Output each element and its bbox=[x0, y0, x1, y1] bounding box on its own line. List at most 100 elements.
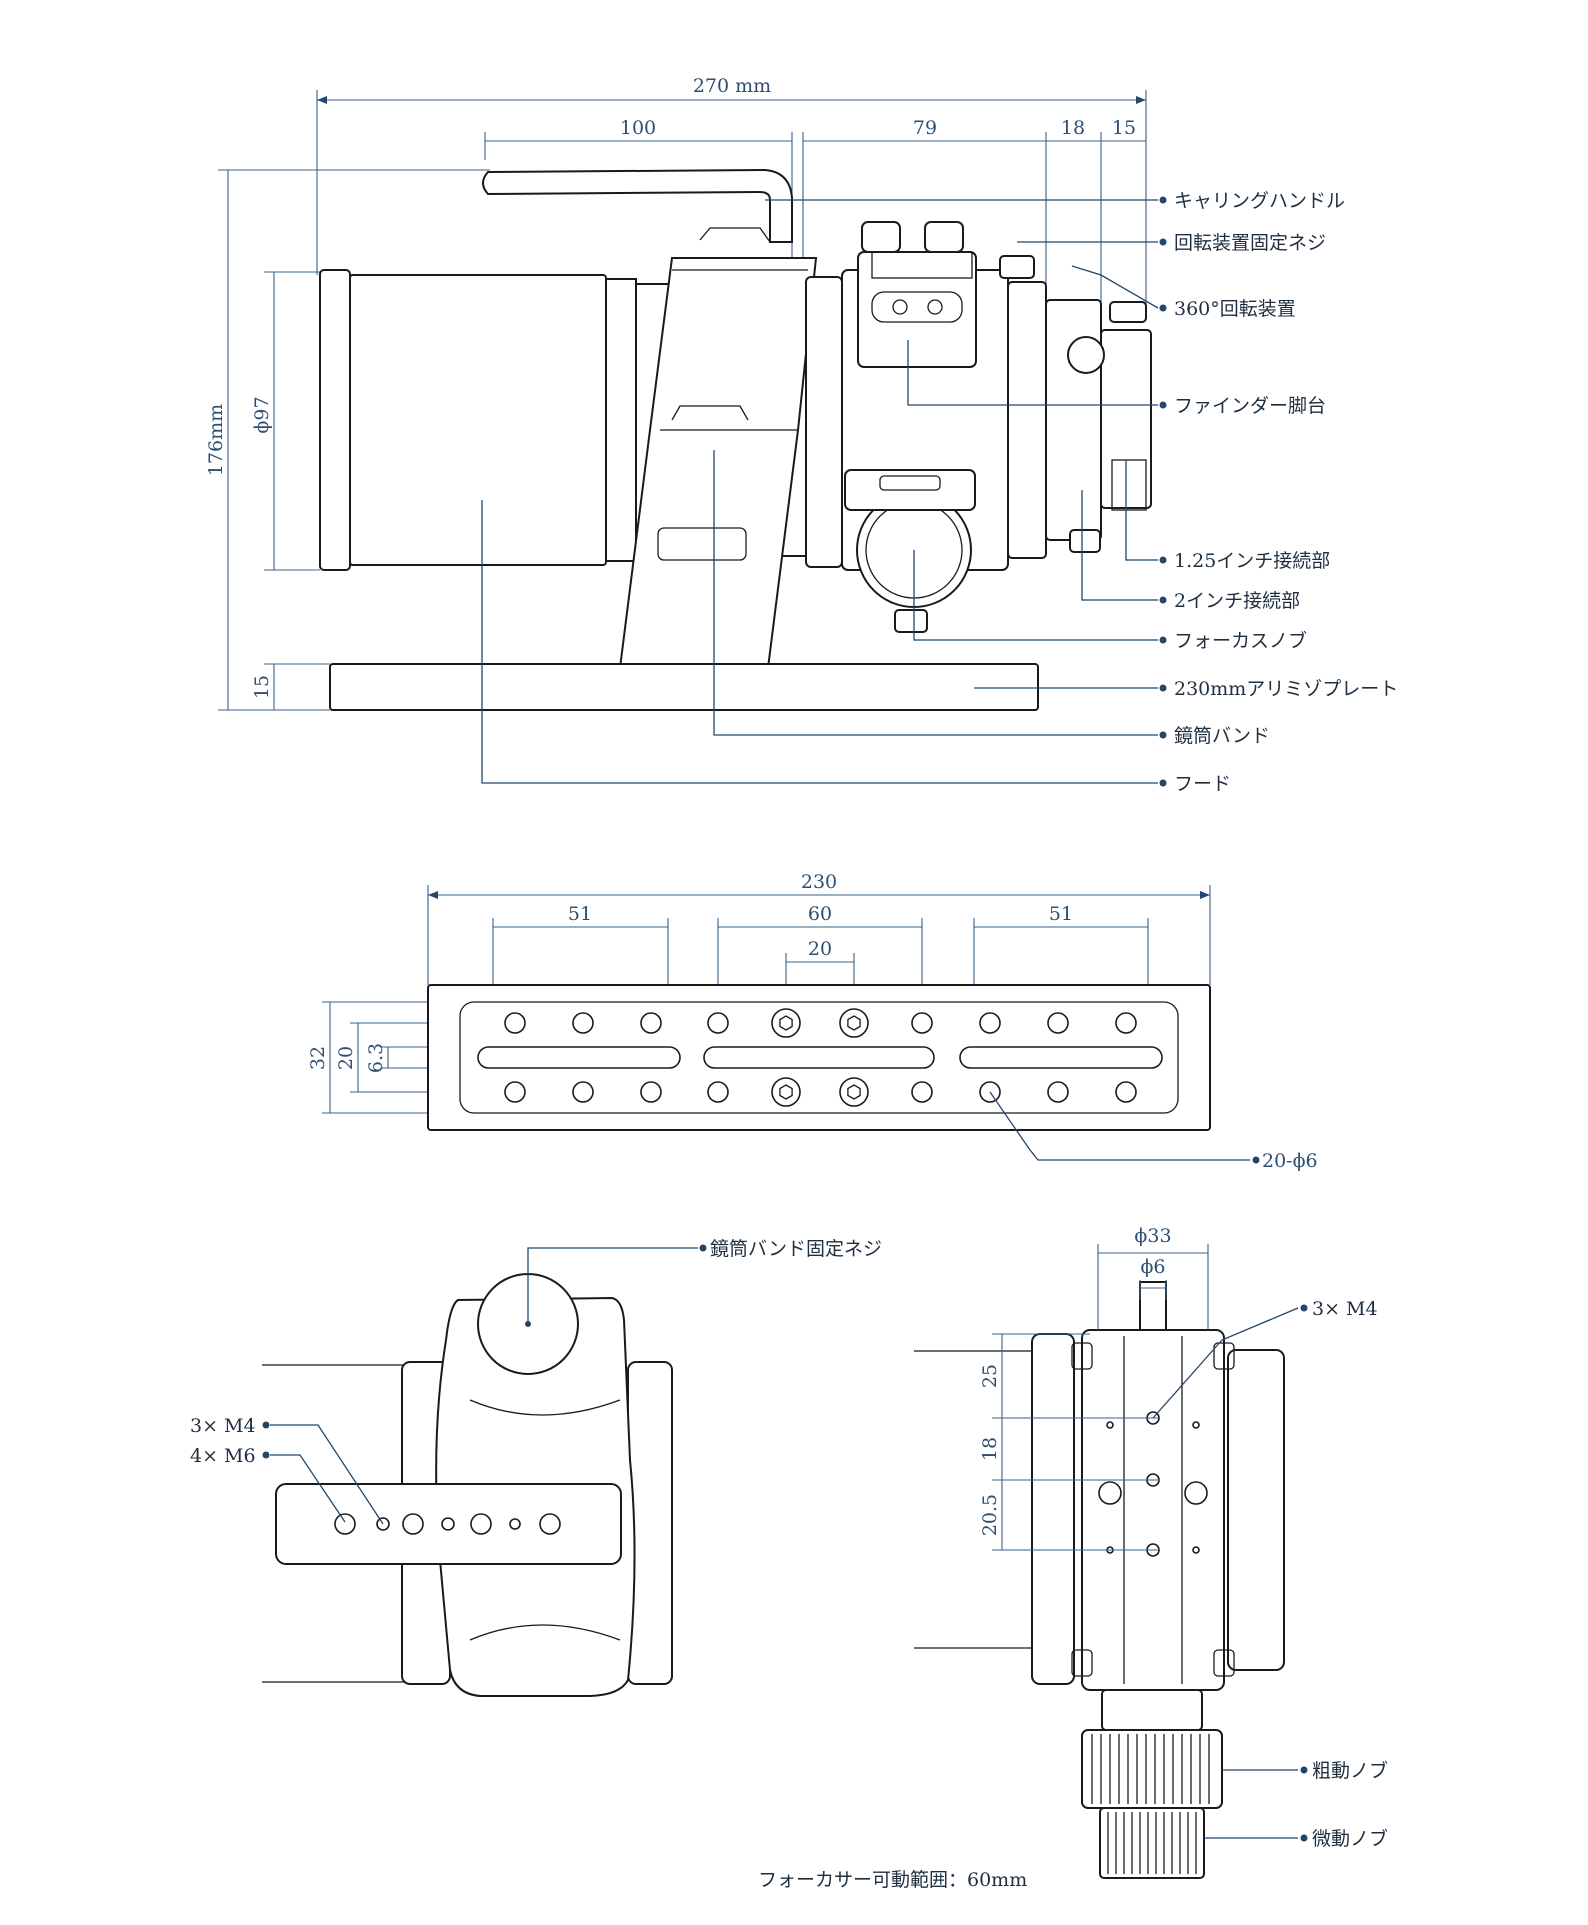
hood-body bbox=[349, 274, 607, 566]
plate-dim-seg-mid: 60 bbox=[808, 903, 832, 925]
callout-125-inch-connection: 1.25インチ接続部 bbox=[1174, 550, 1330, 572]
plate-inner bbox=[459, 1001, 1179, 1114]
plate-hole bbox=[1047, 1012, 1069, 1034]
dim-row-segments: 100 79 18 15 bbox=[484, 117, 1146, 320]
side-view: 270 mm 100 79 18 15 176mm bbox=[205, 75, 1398, 795]
plate-hex-hole bbox=[771, 1008, 801, 1038]
plate-hole bbox=[1047, 1081, 1069, 1103]
plate-hex-hole bbox=[771, 1077, 801, 1107]
plate-hole bbox=[572, 1081, 594, 1103]
band-hole bbox=[334, 1513, 356, 1535]
band-hole bbox=[441, 1517, 455, 1531]
focuser-view: ϕ33 ϕ6 25 18 20.5 3× M4 粗動ノブ 微動ノブ フォーカサー… bbox=[758, 1225, 1388, 1891]
band-hole bbox=[539, 1513, 561, 1535]
plate-dim-h63: 6.3 bbox=[365, 1043, 387, 1073]
band-m4-label: 3× M4 bbox=[190, 1415, 256, 1437]
focuser-dim-v25: 25 bbox=[979, 1364, 1001, 1388]
dim-18-label: 18 bbox=[1061, 117, 1085, 139]
callout-2-inch-connection: 2インチ接続部 bbox=[1174, 590, 1300, 612]
plate-slot-left bbox=[477, 1046, 681, 1069]
hex-socket bbox=[847, 1084, 861, 1100]
plate-dim-h32: 32 bbox=[307, 1046, 329, 1070]
band-hole bbox=[470, 1513, 492, 1535]
focuser-rear-ring bbox=[1227, 1349, 1285, 1671]
hex-socket bbox=[779, 1015, 793, 1031]
callout-tube-band: 鏡筒バンド bbox=[1174, 725, 1270, 747]
focuser-dim-d33: ϕ33 bbox=[1134, 1225, 1171, 1247]
focuser-dim-v205: 20.5 bbox=[979, 1494, 1001, 1536]
focuser-lock-screw bbox=[1098, 1481, 1122, 1505]
callout-carrying-handle: キャリングハンドル bbox=[1174, 190, 1345, 212]
plate-hex-hole bbox=[839, 1077, 869, 1107]
focuser-lock-screw bbox=[1184, 1481, 1208, 1505]
plate-holes bbox=[504, 1008, 1137, 1107]
plate-hex-hole bbox=[839, 1008, 869, 1038]
fine-knob-label: 微動ノブ bbox=[1312, 1827, 1388, 1850]
plate-hole bbox=[1115, 1081, 1137, 1103]
focuser-body bbox=[805, 276, 843, 568]
plate-dim-h20: 20 bbox=[335, 1046, 357, 1070]
focuser-holes bbox=[1098, 1411, 1208, 1557]
plate-hole bbox=[707, 1012, 729, 1034]
band-view: 鏡筒バンド固定ネジ 3× M4 4× M6 bbox=[190, 1238, 882, 1697]
dovetail-plate-side bbox=[329, 663, 1039, 711]
rotator-lock-screw bbox=[999, 255, 1035, 279]
side-callout-lines bbox=[481, 199, 1159, 784]
dim-height-label: 176mm bbox=[205, 404, 227, 476]
focuser-dim-v18: 18 bbox=[979, 1437, 1001, 1461]
hex-socket bbox=[779, 1084, 793, 1100]
focuser-dims: ϕ33 ϕ6 25 18 20.5 bbox=[979, 1225, 1209, 1551]
coarse-knob bbox=[1081, 1729, 1223, 1809]
dim-79-label: 79 bbox=[913, 117, 937, 139]
coarse-knob-label: 粗動ノブ bbox=[1312, 1759, 1388, 1782]
plate-hole bbox=[572, 1012, 594, 1034]
focuser-m4-label: 3× M4 bbox=[1312, 1298, 1378, 1320]
plate-hole-label: 20-ϕ6 bbox=[1262, 1150, 1318, 1172]
plate-hole bbox=[504, 1081, 526, 1103]
focuser-hole bbox=[1106, 1421, 1114, 1429]
plate-hole bbox=[1115, 1012, 1137, 1034]
plate-slot-mid bbox=[703, 1046, 935, 1069]
band-m6-label: 4× M6 bbox=[190, 1445, 256, 1467]
focuser-travel-text: フォーカサー可動範囲：60mm bbox=[758, 1869, 1027, 1891]
dim-100-label: 100 bbox=[620, 117, 656, 139]
dim-vertical-side: 176mm ϕ97 15 bbox=[205, 169, 490, 711]
plate-dim-length: 230 bbox=[801, 871, 837, 893]
callout-rotator-lock-screw: 回転装置固定ネジ bbox=[1174, 232, 1326, 254]
callout-focus-knob: フォーカスノブ bbox=[1174, 629, 1307, 652]
focuser-hole bbox=[1192, 1546, 1200, 1554]
knob-ribs bbox=[1091, 1734, 1210, 1874]
plate-hole bbox=[911, 1081, 933, 1103]
hood-lip bbox=[319, 269, 351, 571]
carrying-handle bbox=[482, 168, 793, 243]
fine-knob bbox=[1099, 1807, 1205, 1879]
rotator-ring bbox=[1045, 299, 1102, 541]
callout-hood: フード bbox=[1174, 773, 1231, 795]
focuser-hole bbox=[1192, 1421, 1200, 1429]
plate-hole bbox=[979, 1012, 1001, 1034]
plate-hole bbox=[504, 1012, 526, 1034]
focuser-dim-d6: ϕ6 bbox=[1140, 1256, 1165, 1278]
plate-hole bbox=[640, 1012, 662, 1034]
finder-shoe bbox=[857, 251, 977, 368]
side-callouts: キャリングハンドル 回転装置固定ネジ 360°回転装置 ファインダー脚台 1.2… bbox=[1159, 190, 1398, 795]
plate-hole bbox=[707, 1081, 729, 1103]
plate-slot-right bbox=[959, 1046, 1163, 1069]
plate-hole bbox=[640, 1081, 662, 1103]
focuser-tube-ring bbox=[1031, 1333, 1075, 1685]
band-holes bbox=[334, 1513, 561, 1535]
dim-diameter-label: ϕ97 bbox=[251, 396, 273, 433]
plate-dim-seg-right: 51 bbox=[1049, 903, 1073, 925]
callout-finder-shoe: ファインダー脚台 bbox=[1174, 395, 1326, 417]
band-hole bbox=[402, 1513, 424, 1535]
focuser-housing bbox=[1081, 1329, 1225, 1691]
dim-15-label: 15 bbox=[1112, 117, 1136, 139]
callout-dovetail-plate: 230mmアリミゾプレート bbox=[1174, 678, 1398, 700]
tube-section bbox=[605, 278, 637, 562]
dim-plate-height-label: 15 bbox=[251, 675, 273, 699]
plate-dim-seg-left: 51 bbox=[568, 903, 592, 925]
plate-hole bbox=[911, 1012, 933, 1034]
band-hole bbox=[509, 1518, 521, 1530]
